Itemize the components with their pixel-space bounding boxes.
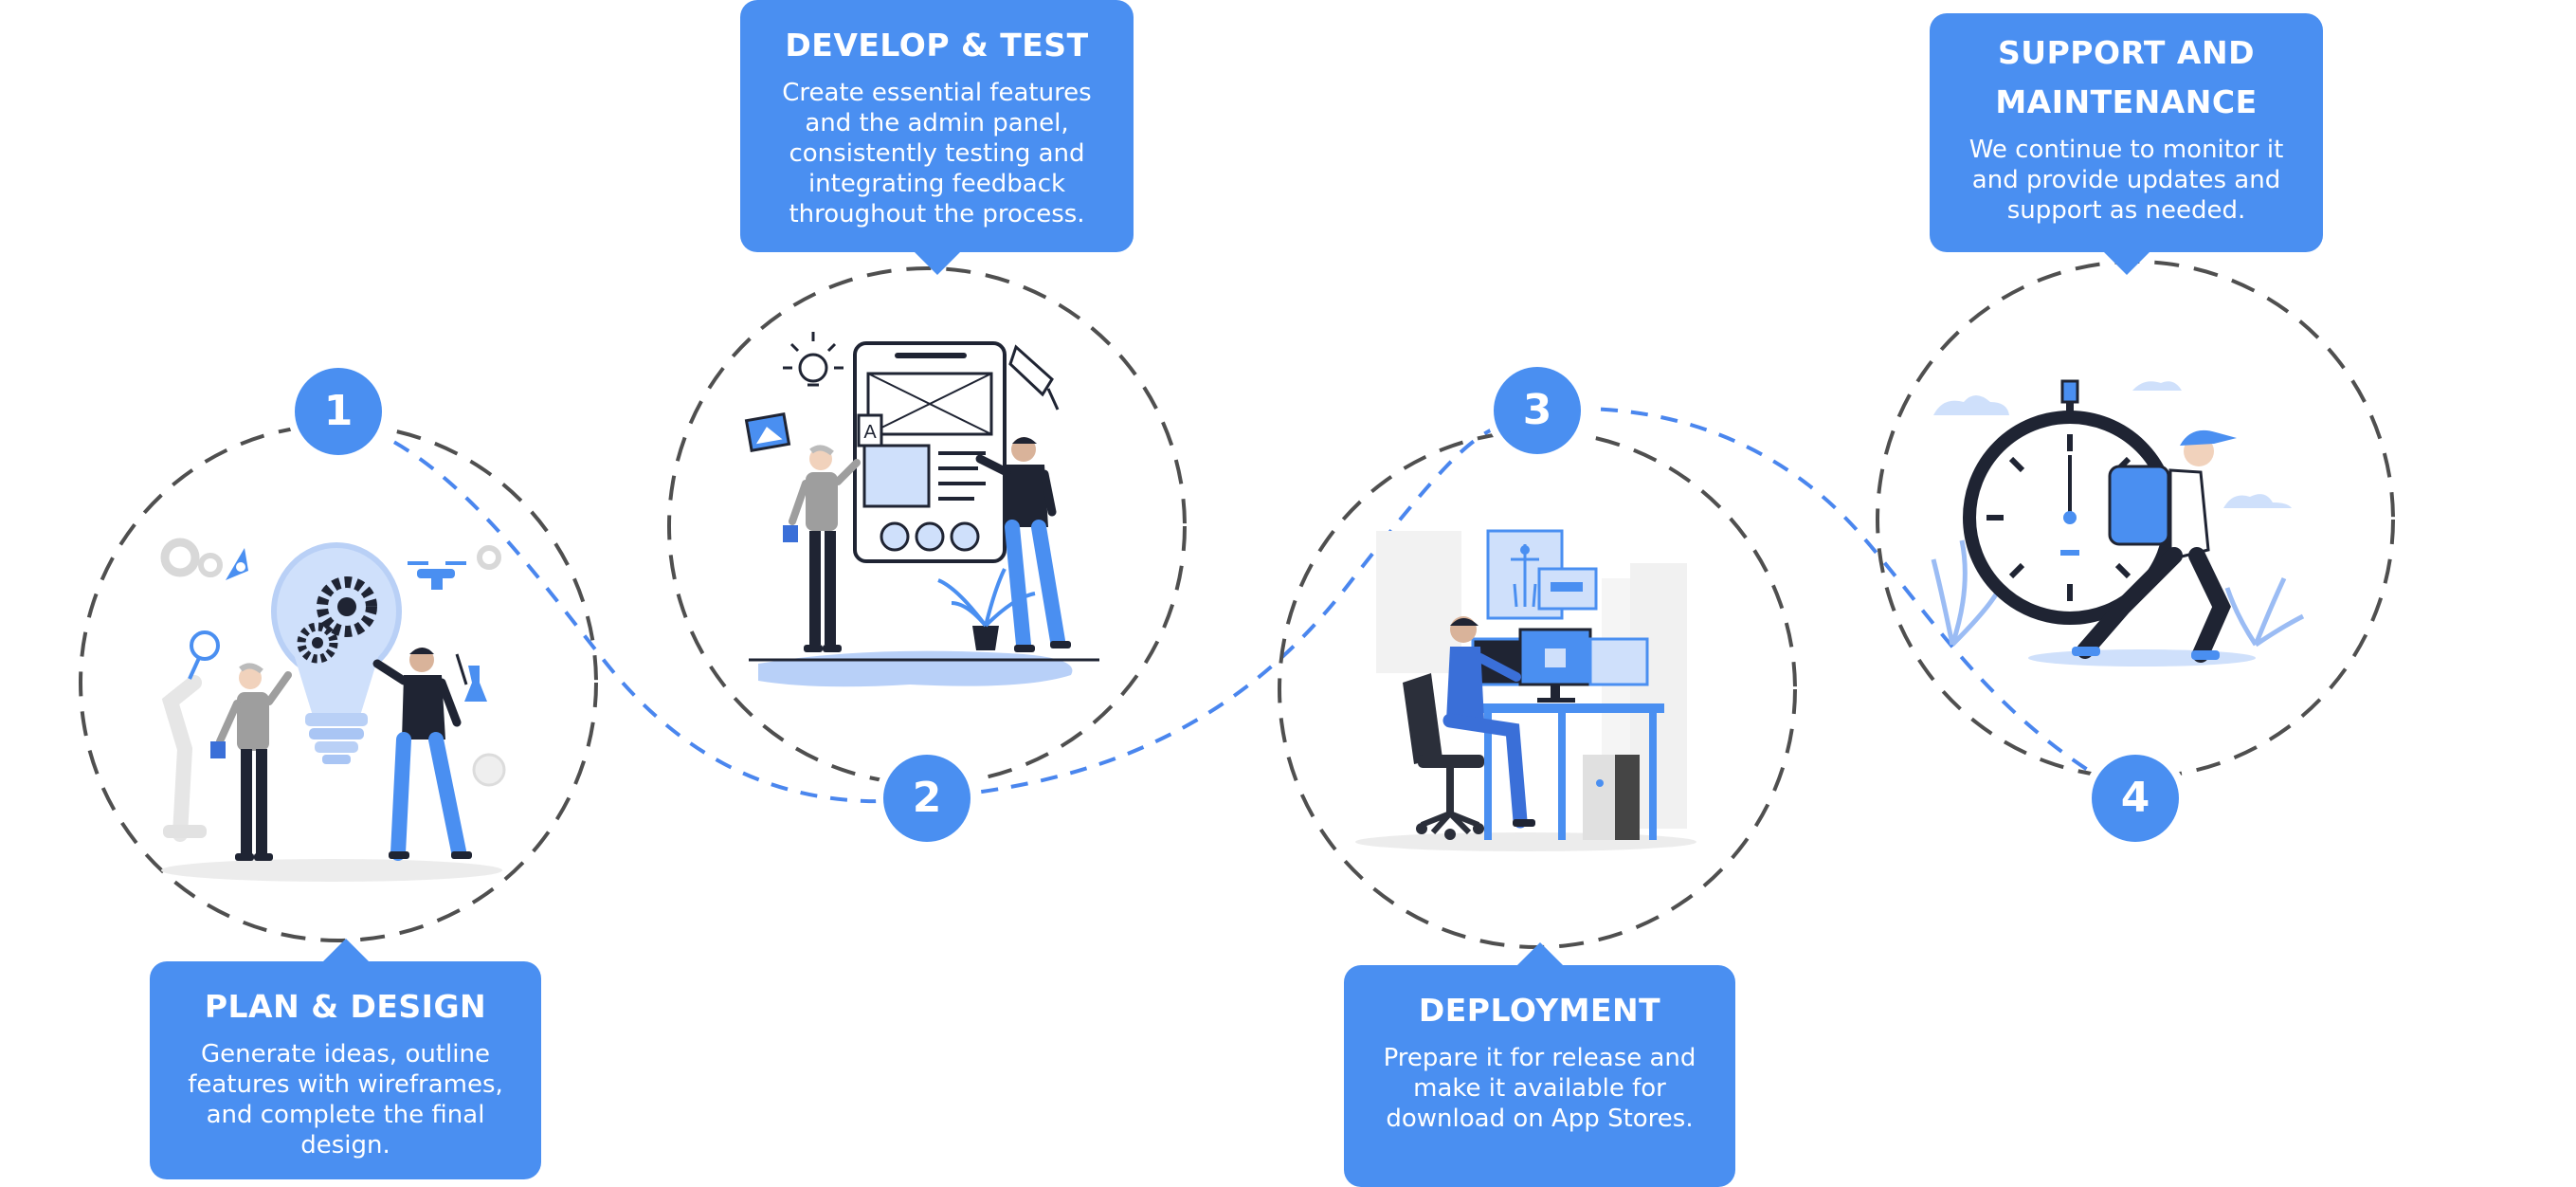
stopwatch-runner-illustration [1931,379,2305,667]
card-pointer [912,250,962,275]
step-2-badge: 2 [883,755,971,842]
card-title: DEPLOYMENT [1418,992,1661,1029]
step-1-badge: 1 [295,368,382,455]
card-title: SUPPORT AND MAINTENANCE [1995,34,2258,120]
card-title: PLAN & DESIGN [204,988,487,1025]
lightbulb-gears-illustration [160,538,506,882]
card-plan-design: PLAN & DESIGN Generate ideas, outline fe… [150,939,541,1179]
svg-text:A: A [863,422,877,443]
developer-workstation-illustration [1355,529,1696,851]
wireframe-board-illustration: A [744,332,1099,687]
step-3-badge: 3 [1494,367,1581,454]
card-title: DEVELOP & TEST [785,27,1089,64]
connector-path [337,406,2136,804]
card-develop-test: DEVELOP & TEST Create essential features… [740,0,1134,275]
card-deployment: DEPLOYMENT Prepare it for release and ma… [1344,942,1735,1187]
card-support-maintenance: SUPPORT AND MAINTENANCE We continue to m… [1930,13,2323,275]
card-description: Prepare it for release and make it avail… [1383,1044,1696,1133]
card-pointer [320,939,371,963]
card-pointer [2101,250,2151,275]
card-pointer [1515,942,1565,967]
card-description: Generate ideas, outline features with wi… [188,1040,503,1160]
ring-step-3 [1278,429,1797,949]
card-description: Create essential features and the admin … [782,79,1092,228]
card-description: We continue to monitor it and provide up… [1968,136,2284,225]
step-4-badge: 4 [2092,755,2179,842]
